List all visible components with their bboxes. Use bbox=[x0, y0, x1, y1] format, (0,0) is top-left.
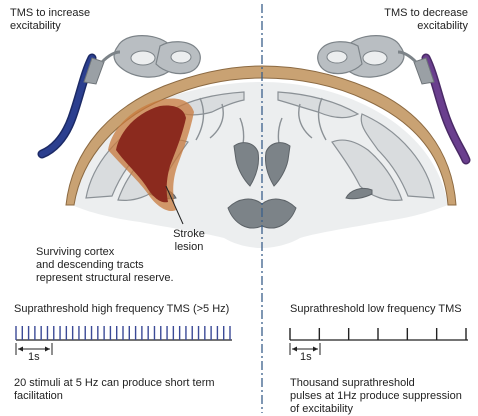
low-frequency-title: Suprathreshold low frequency TMS bbox=[290, 303, 476, 316]
high-frequency-title: Suprathreshold high frequency TMS (>5 Hz… bbox=[14, 303, 254, 316]
right-title: TMS to decrease excitability bbox=[348, 7, 468, 33]
lf-time-scale-label: 1s bbox=[300, 351, 320, 364]
left-title: TMS to increase excitability bbox=[10, 7, 130, 33]
hf-time-scale-label: 1s bbox=[28, 351, 48, 364]
high-frequency-pulse-train bbox=[16, 326, 232, 340]
brain-section bbox=[66, 66, 456, 248]
low-frequency-caption: Thousand suprathreshold pulses at 1Hz pr… bbox=[290, 377, 476, 416]
high-frequency-caption: 20 stimuli at 5 Hz can produce short ter… bbox=[14, 377, 254, 403]
lesion-label: Stroke lesion bbox=[164, 228, 214, 254]
low-frequency-pulse-train bbox=[290, 328, 468, 340]
